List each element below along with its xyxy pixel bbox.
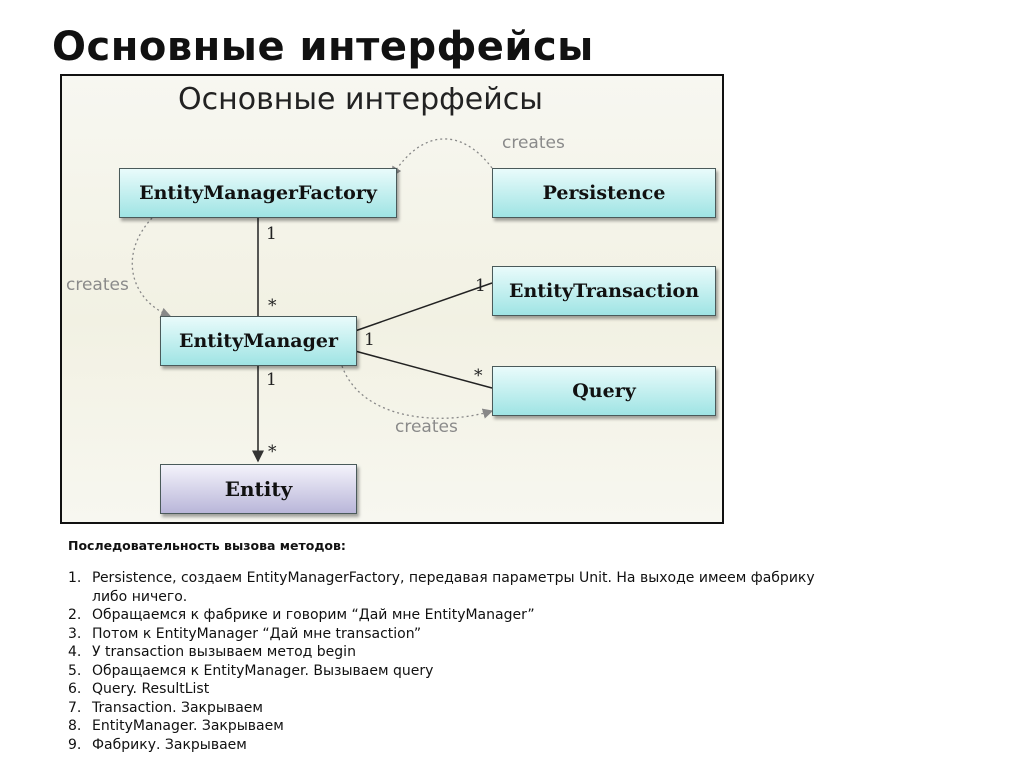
creates-top-arrow — [391, 138, 493, 178]
list-item: 1. Persistence, создаем EntityManagerFact… — [68, 569, 828, 606]
list-item-text: Потом к EntityManager “Дай мне transacti… — [92, 625, 422, 642]
list-item-text: Обращаемся к EntityManager. Вызываем que… — [92, 662, 434, 679]
list-item: 5. Обращаемся к EntityManager. Вызываем q… — [68, 662, 828, 681]
diagram-title: Основные интерфейсы — [178, 82, 543, 117]
entity-manager-factory-box: EntityManagerFactory — [119, 168, 397, 218]
entity-box: Entity — [160, 464, 357, 514]
list-item-text: Transaction. Закрываем — [92, 699, 263, 716]
list-item: 7. Transaction. Закрываем — [68, 699, 828, 718]
list-item-number: 5. — [68, 662, 82, 679]
list-item-number: 3. — [68, 625, 82, 642]
list-item-text: Обращаемся к фабрике и говорим “Дай мне … — [92, 607, 535, 623]
list-item: 4. У transaction вызываем метод begin — [68, 643, 828, 662]
multiplicity-label: 1 — [364, 330, 375, 350]
list-item: 3. Потом к EntityManager “Дай мне transac… — [68, 625, 828, 644]
list-item-number: 8. — [68, 718, 82, 734]
persistence-box: Persistence — [492, 168, 716, 218]
multiplicity-label: * — [268, 296, 277, 316]
creates-left-label: creates — [66, 275, 129, 295]
creates-bottom-label: creates — [395, 417, 458, 437]
list-item-number: 2. — [68, 607, 82, 623]
manager-transaction-line — [354, 282, 493, 332]
section-heading: Последовательность вызова методов: — [68, 538, 346, 553]
multiplicity-label: 1 — [266, 224, 277, 244]
list-item: 9. Фабрику. Закрываем — [68, 736, 828, 755]
manager-query-line — [354, 350, 493, 389]
list-item-text: Фабрику. Закрываем — [92, 736, 247, 753]
list-item-text: Persistence, создаем EntityManagerFactor… — [92, 570, 815, 605]
list-item-number: 6. — [68, 681, 82, 697]
creates-left-arrow — [131, 217, 172, 318]
query-box: Query — [492, 366, 716, 416]
list-item-number: 7. — [68, 699, 82, 716]
creates-bottom-arrow — [341, 365, 494, 419]
multiplicity-label: 1 — [475, 276, 486, 296]
list-item: 8. EntityManager. Закрываем — [68, 717, 828, 736]
list-item: 2. Обращаемся к фабрике и говорим “Дай мн… — [68, 606, 828, 625]
entity-manager-box: EntityManager — [160, 316, 357, 366]
entity-transaction-box: EntityTransaction — [492, 266, 716, 316]
list-item-number: 9. — [68, 736, 82, 753]
list-item-text: EntityManager. Закрываем — [92, 718, 284, 734]
list-item-text: У transaction вызываем метод begin — [92, 644, 356, 660]
creates-top-label: creates — [502, 133, 565, 153]
steps-list: 1. Persistence, создаем EntityManagerFact… — [68, 569, 828, 754]
multiplicity-label: * — [268, 442, 277, 462]
diagram-connectors — [131, 138, 494, 463]
list-item-number: 4. — [68, 644, 82, 660]
list-item-number: 1. — [68, 570, 82, 586]
multiplicity-label: 1 — [266, 370, 277, 390]
multiplicity-label: * — [474, 366, 483, 386]
list-item: 6. Query. ResultList — [68, 680, 828, 699]
slide-title: Основные интерфейсы — [52, 24, 594, 70]
list-item-text: Query. ResultList — [92, 681, 210, 697]
diagram-frame: Основные интерфейсы EntityManagerFactory… — [60, 74, 724, 524]
